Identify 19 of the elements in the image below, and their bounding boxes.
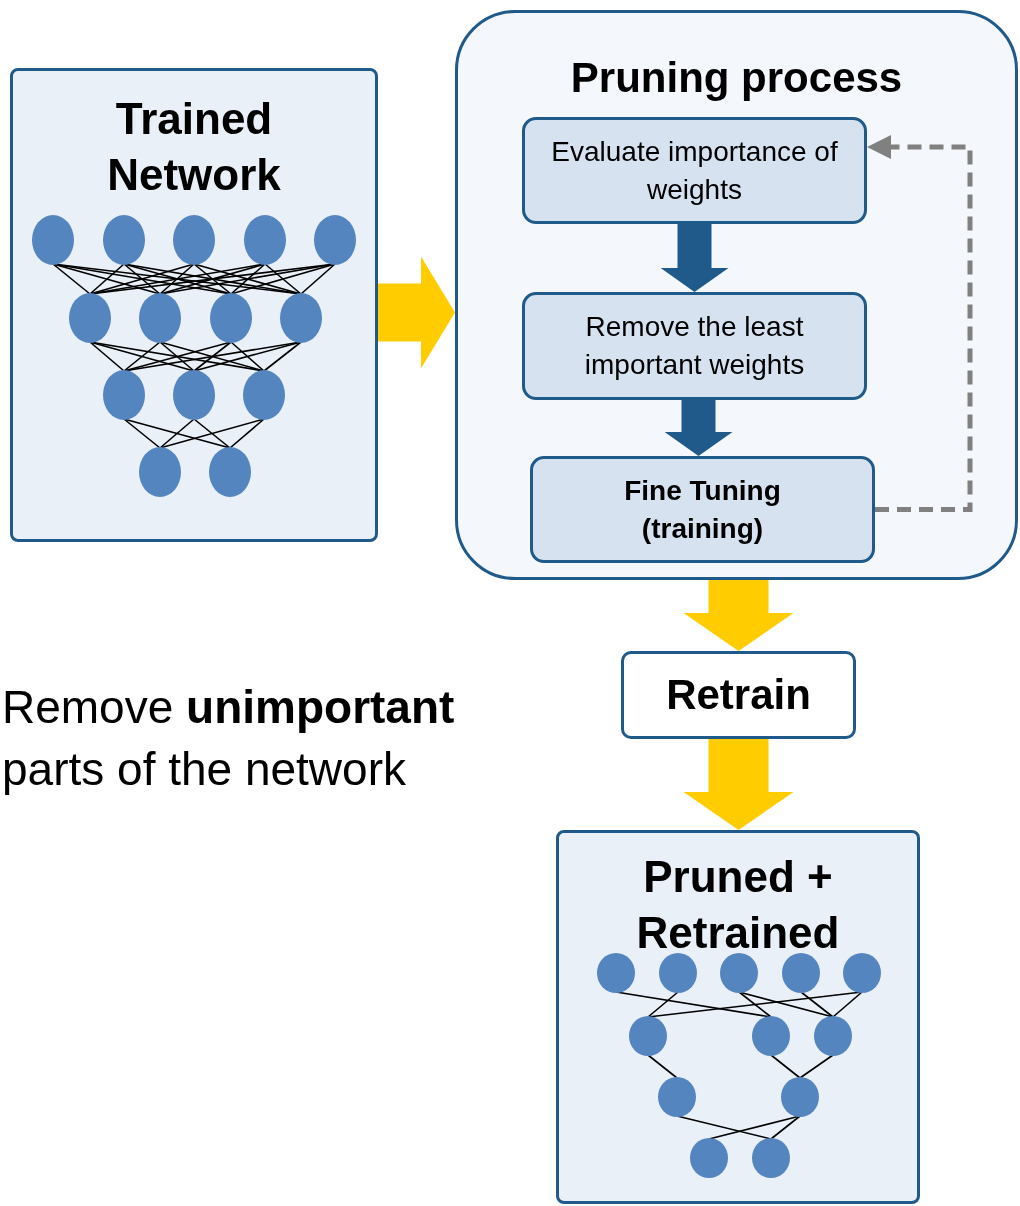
process-box	[530, 456, 875, 563]
process-box	[522, 292, 867, 400]
flow-arrow	[683, 580, 794, 651]
flow-arrow	[660, 224, 729, 292]
box-label: Fine Tuning (training)	[623, 473, 782, 546]
process-box	[522, 117, 867, 224]
panel-title: Pruned + Retrained	[635, 851, 841, 959]
panel-title: Pruning process	[569, 53, 904, 103]
feedback-arrow	[867, 135, 973, 512]
process-container	[455, 10, 1018, 580]
flow-arrow	[683, 739, 794, 830]
box-label: Remove the least important weights	[583, 310, 806, 382]
flow-arrow	[378, 256, 455, 369]
box-label: Retrain	[665, 670, 812, 720]
process-box	[621, 651, 856, 739]
note-text: Remove unimportant parts of the network	[2, 680, 456, 797]
panel-title: Trained Network	[106, 93, 282, 201]
box-label: Evaluate importance of weights	[550, 134, 839, 207]
flow-arrow	[664, 400, 733, 456]
